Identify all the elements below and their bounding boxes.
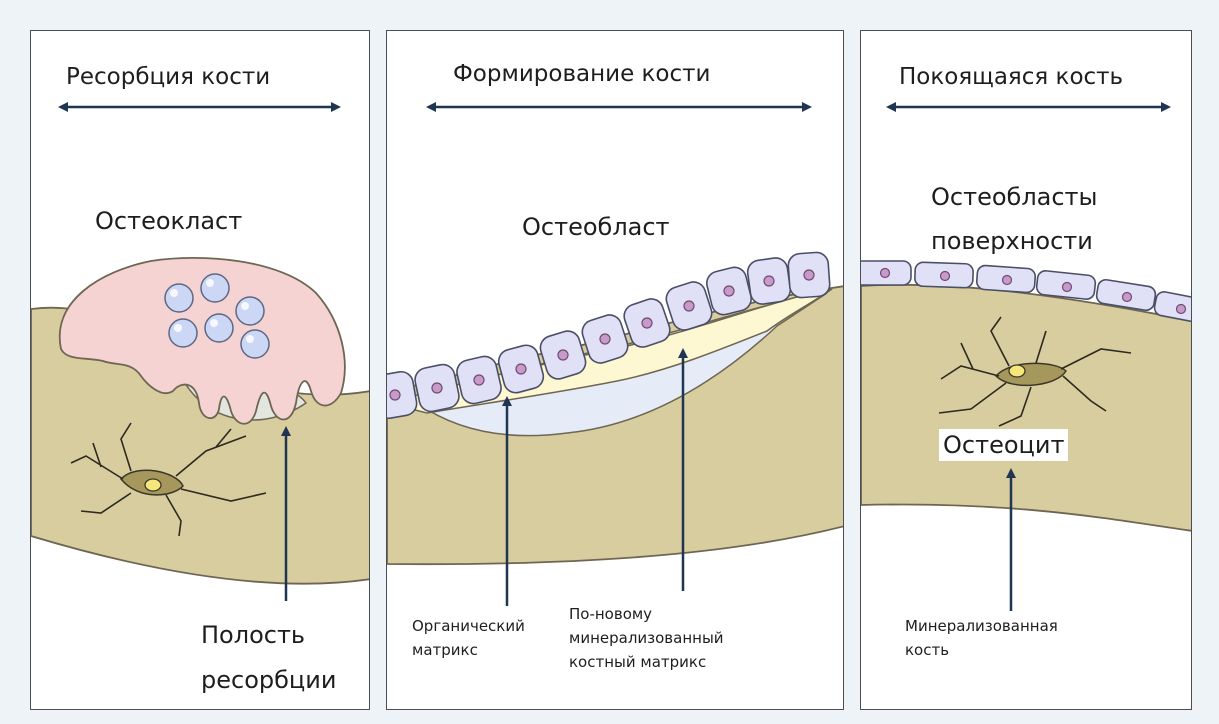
mineralized-bone-label-line1: Минерализованная xyxy=(905,615,1058,637)
panel-resting-bone: Покоящаяся кость Остеобласты поверхности… xyxy=(860,30,1192,710)
resting-illustration xyxy=(861,31,1192,710)
new-matrix-label-line3: костный матрикс xyxy=(569,651,706,673)
osteocyte-label: Остеоцит xyxy=(939,429,1068,461)
lining-cells-label-line2: поверхности xyxy=(931,227,1093,255)
mineralized-bone-label-line2: кость xyxy=(905,639,949,661)
new-matrix-label-line1: По-новому xyxy=(569,603,652,625)
osteoblast-label: Остеобласт xyxy=(522,213,670,241)
panel-title: Ресорбция кости xyxy=(66,64,270,90)
panel-title: Формирование кости xyxy=(453,61,711,87)
lining-cells-label-line1: Остеобласты xyxy=(931,183,1098,211)
panel-bone-resorption: Ресорбция кости Остеокласт Полость ресор… xyxy=(30,30,370,710)
organic-matrix-label-line2: матрикс xyxy=(412,639,478,661)
new-matrix-label-line2: минерализованный xyxy=(569,627,724,649)
panel-bone-formation: Формирование кости Остеобласт Органическ… xyxy=(386,30,844,710)
resorption-cavity-label-line1: Полость xyxy=(201,621,305,649)
osteoclast-label: Остеокласт xyxy=(95,207,242,235)
resorption-cavity-label-line2: ресорбции xyxy=(201,666,336,694)
organic-matrix-label-line1: Органический xyxy=(412,615,525,637)
resorption-illustration xyxy=(31,31,370,710)
panel-title: Покоящаяся кость xyxy=(899,64,1123,90)
bone-layer xyxy=(861,285,1192,531)
